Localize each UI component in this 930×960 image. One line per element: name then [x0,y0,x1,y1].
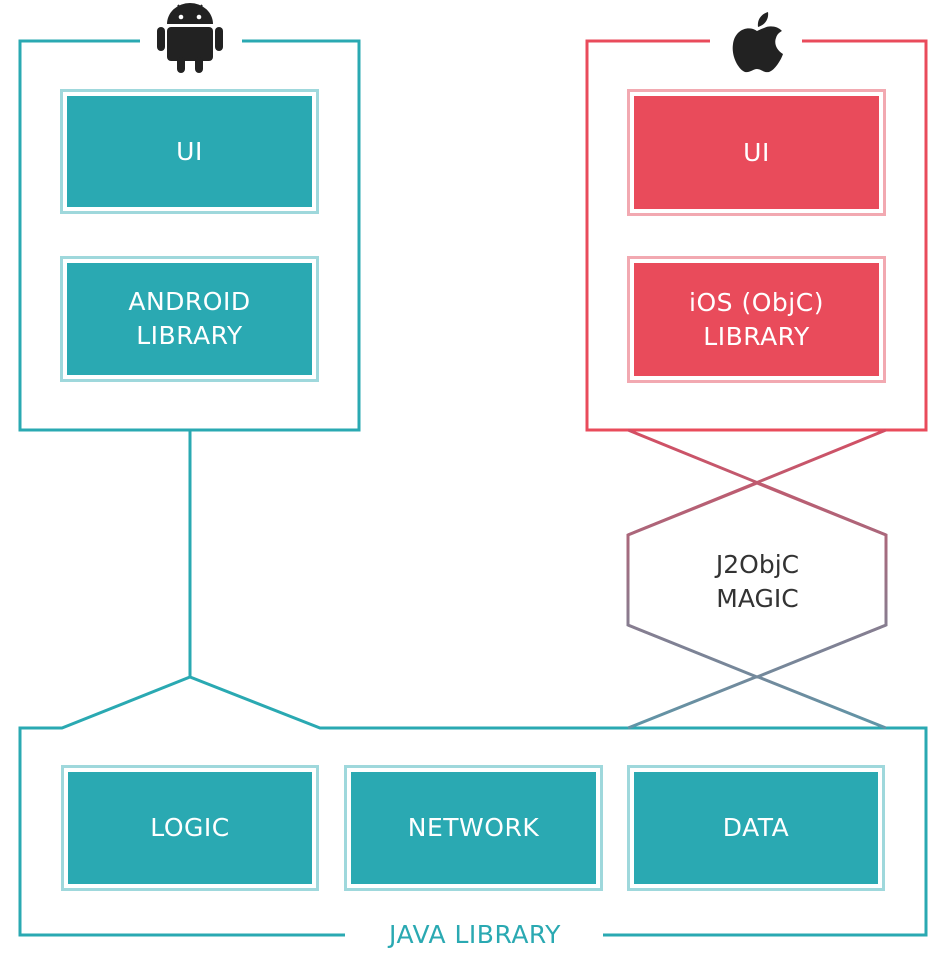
android-library-label: ANDROID LIBRARY [128,287,251,350]
android-ui-box: UI [67,96,312,207]
android-library-box: ANDROID LIBRARY [67,263,312,375]
android-ui-label: UI [176,136,203,166]
j2objc-magic-label: J2ObjC MAGIC [715,550,800,613]
ios-ui-label: UI [743,137,770,167]
java-module-label: DATA [722,813,790,842]
ios-ui-box: UI [634,96,879,209]
java-module-label: LOGIC [150,813,230,842]
magic-hexagon [626,481,888,679]
ios-library-box: iOS (ObjC) LIBRARY [634,263,879,376]
android-icon [157,3,223,73]
ios-library-label: iOS (ObjC) LIBRARY [689,287,824,351]
java-library-frame [18,675,928,937]
ios-container-frame [585,39,928,432]
java-module-network: NETWORK [351,772,596,884]
java-library-label: JAVA LIBRARY [389,920,561,949]
apple-icon [732,12,783,73]
java-module-logic: LOGIC [68,772,312,884]
java-module-data: DATA [634,772,878,884]
java-module-label: NETWORK [407,813,540,842]
